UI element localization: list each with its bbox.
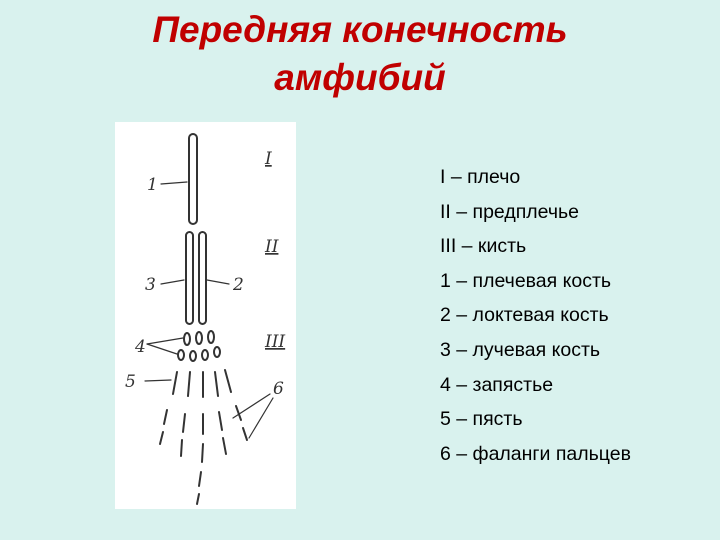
legend-item: II – предплечье [440, 200, 580, 223]
legend-item: 2 – локтевая кость [440, 304, 609, 327]
leader-lines [144, 181, 274, 439]
bone-label-3: 3 [145, 275, 156, 295]
legend-item: 6 – фаланги пальцев [440, 442, 631, 465]
legend-item: 1 – плечевая кость [440, 269, 612, 292]
metacarpal-bones [172, 369, 232, 398]
legend-item: III – кисть [440, 235, 527, 258]
section-label-1: I [264, 149, 272, 169]
ulna-bone [198, 231, 207, 325]
radius-bone [185, 231, 194, 325]
bone-label-6: 6 [273, 379, 284, 399]
humerus-bone [188, 133, 198, 225]
bone-label-2: 2 [232, 275, 244, 295]
legend-item: I – плечо [440, 166, 521, 188]
legend-item: 4 – запястье [440, 373, 554, 396]
carpal-bones [177, 330, 221, 362]
legend-item: 5 – пясть [440, 408, 523, 431]
legend-list: I – плечо II – предплечье III – кисть 1 … [440, 160, 631, 471]
forelimb-drawing: I II III 1 2 3 4 5 6 [125, 133, 285, 505]
slide-title: Передняя конечность амфибий [0, 6, 720, 102]
section-label-3: III [264, 332, 285, 352]
phalanx-bones [159, 405, 248, 505]
bone-label-4: 4 [134, 337, 146, 357]
forelimb-diagram: I II III 1 2 3 4 5 6 [115, 122, 296, 509]
legend-item: 3 – лучевая кость [440, 338, 601, 361]
bone-label-5: 5 [125, 372, 136, 392]
bone-label-1: 1 [147, 175, 158, 195]
title-line-2: амфибий [274, 57, 446, 98]
section-label-2: II [264, 237, 279, 257]
title-line-1: Передняя конечность [152, 9, 568, 50]
